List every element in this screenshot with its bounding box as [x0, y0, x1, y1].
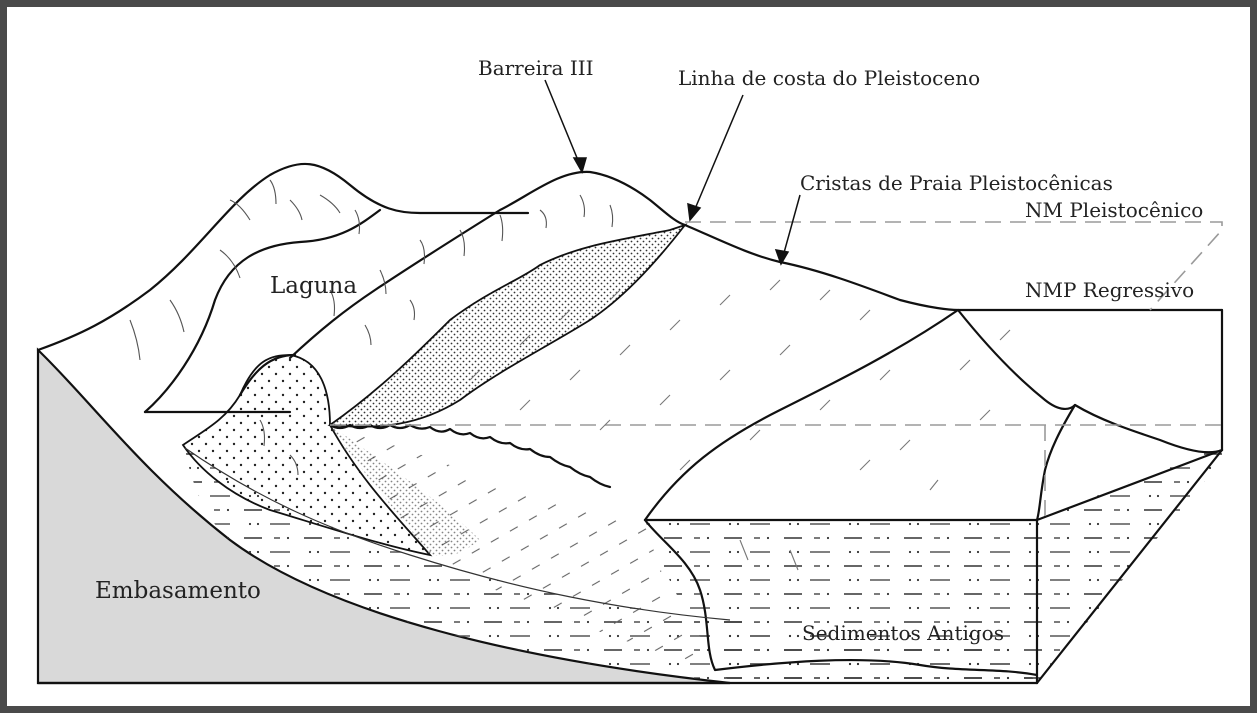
label-nm-pleistocenico: NM Pleistocênico: [1025, 198, 1203, 222]
laguna-ridge: [143, 208, 382, 414]
slope-hachures: [129, 179, 614, 476]
barreira-back: [238, 353, 297, 397]
front-block-curve: [1035, 403, 1077, 522]
block-diagram: Barreira III Linha de costa do Pleistoce…: [36, 56, 1224, 685]
label-laguna: Laguna: [270, 273, 357, 299]
slope-deposit: [330, 425, 720, 672]
shoreline-strip: [327, 223, 688, 428]
plain-marks: [469, 279, 1011, 571]
slope-deposit-dots: [330, 425, 480, 557]
inner-terrace-curve: [643, 518, 1039, 677]
left-hill-outline: [36, 162, 530, 352]
label-embasamento: Embasamento: [95, 578, 261, 604]
label-arrows: [544, 79, 801, 266]
label-linha-costa: Linha de costa do Pleistoceno: [678, 66, 980, 90]
nm-pleistocenico-line: [685, 221, 1223, 311]
sedimentos-right-area: [645, 520, 1037, 683]
label-sedimentos: Sedimentos Antigos: [802, 621, 1004, 645]
block-diagonal: [1035, 448, 1224, 522]
terrace-edge: [643, 308, 960, 522]
beach-ridge-top: [683, 223, 1224, 312]
lower-surface: [184, 447, 731, 621]
barreira-ridge: [288, 170, 687, 360]
label-nmp-regressivo: NMP Regressivo: [1025, 278, 1194, 302]
erosion-boundary: [328, 423, 612, 489]
terrace-edge-right: [956, 308, 1224, 454]
label-cristas: Cristas de Praia Pleistocênicas: [800, 171, 1113, 195]
label-barreira: Barreira III: [478, 56, 594, 80]
